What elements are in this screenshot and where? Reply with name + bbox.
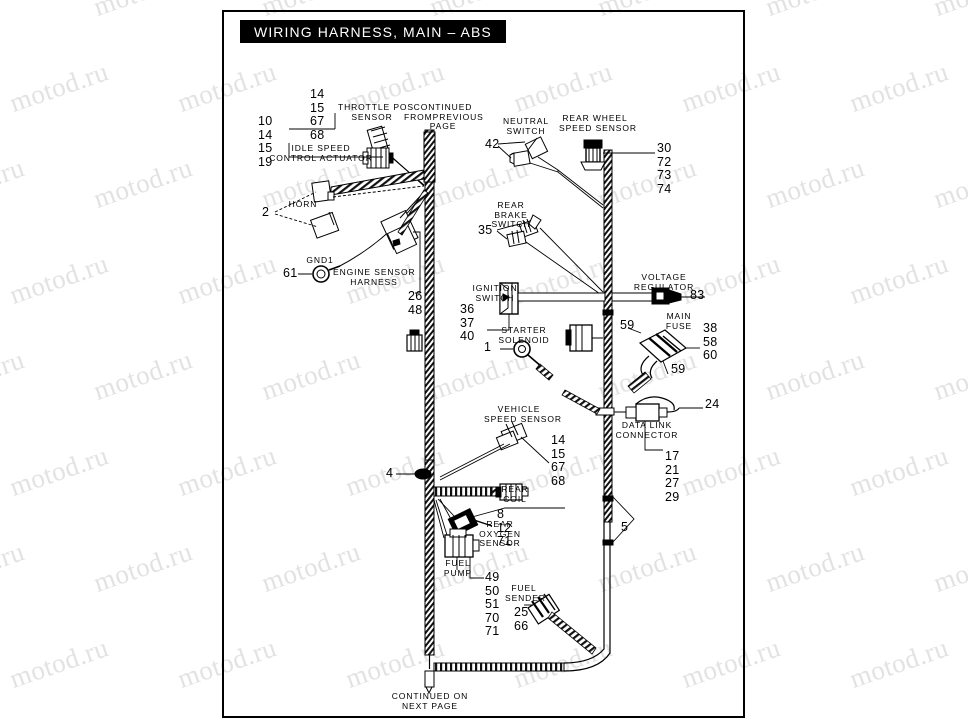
rear-oxygen-sensor-connector	[447, 507, 493, 537]
right-trunk-connector	[565, 324, 603, 352]
callout-main-fuse-below: 59	[671, 362, 686, 376]
callout-right-trunk-5: 5	[621, 520, 629, 534]
fuel-sender-connector	[527, 593, 597, 655]
ignition-and-regulator-run	[487, 282, 705, 331]
throttle-pos-sensor-connector	[366, 125, 391, 154]
lower-harness-branches	[433, 421, 597, 655]
callout-gnd1: 61	[283, 266, 298, 280]
callout-starter-solenoid: 1	[484, 340, 492, 354]
callout-main-trunk-4: 4	[386, 466, 394, 480]
right-harness-trunk	[602, 149, 614, 546]
gnd1-ring-terminal	[312, 265, 341, 283]
label-horn: HORN	[288, 199, 318, 209]
ignition-switch-connector	[499, 282, 519, 315]
voltage-regulator-connector	[651, 287, 682, 305]
neutral-switch-connector-b	[509, 150, 531, 167]
fuel-pump-connector	[444, 528, 480, 558]
main-fuse-assembly	[627, 327, 700, 394]
label-gnd1: GND1	[306, 255, 334, 265]
horn-connector-lower	[309, 211, 340, 239]
gnd1-and-engine-sensor-branch	[298, 189, 429, 294]
continued-next-page-arrow	[424, 670, 435, 695]
page-title: WIRING HARNESS, MAIN – ABS	[240, 20, 506, 43]
callout-horn: 2	[262, 205, 270, 219]
main-trunk-inline-connector-4	[396, 468, 432, 480]
data-link-connector-assembly	[561, 389, 703, 451]
neutral-switch-connector-a	[524, 136, 549, 160]
callout-voltage-regulator: 83	[690, 288, 705, 302]
rear-coil-connector	[495, 483, 529, 501]
main-harness-trunk	[424, 129, 611, 672]
starter-solenoid-branch	[500, 340, 554, 381]
horn-branch	[274, 180, 425, 239]
idle-speed-actuator-connector	[362, 147, 394, 169]
rear-brake-switch-branch	[496, 214, 604, 297]
callout-rear-brake: 35	[478, 223, 493, 237]
callout-data-link: 24	[705, 397, 720, 411]
callout-main-fuse-left: 59	[620, 318, 635, 332]
callout-neutral-switch: 42	[485, 137, 500, 151]
horn-connector-upper	[311, 180, 335, 203]
trunk-inline-connector	[406, 329, 423, 352]
continued-previous-page-connector	[423, 131, 436, 183]
rear-brake-connector-b	[506, 229, 527, 248]
neutral-switch-branch	[497, 136, 604, 209]
rear-brake-connector-a	[518, 214, 542, 238]
right-trunk-callout-5	[612, 496, 635, 543]
diagram-frame	[222, 10, 745, 718]
rear-wheel-speed-sensor-connector	[580, 139, 655, 171]
